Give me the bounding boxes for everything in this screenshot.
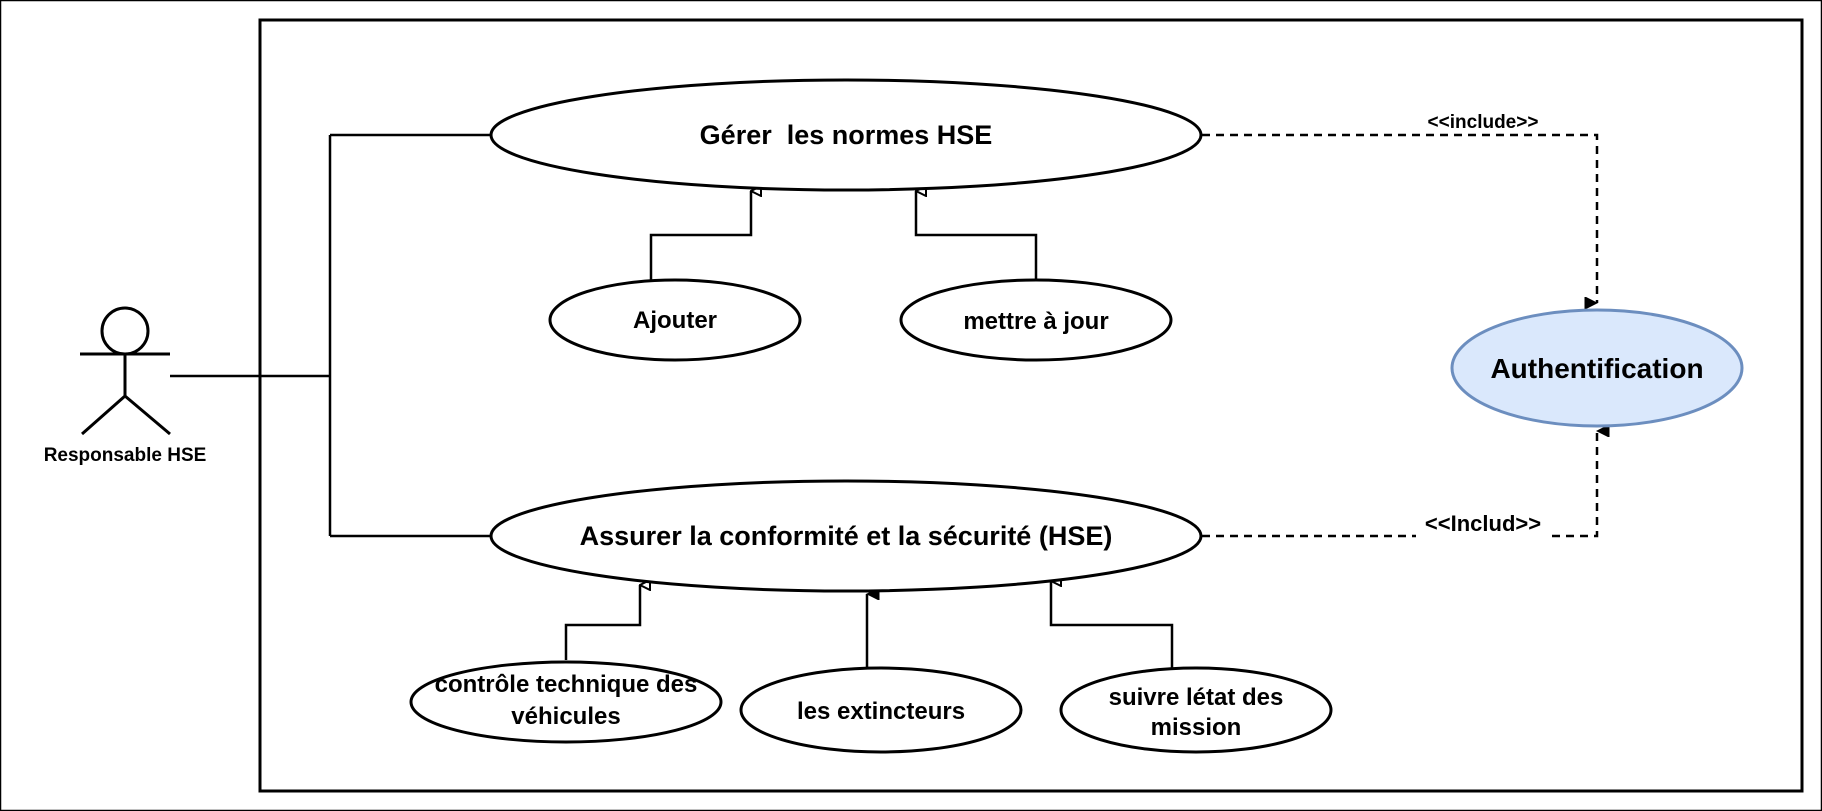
line-controle-to-assurer — [564, 585, 640, 660]
actor-head — [100, 306, 150, 356]
line-ajouter-to-gerer — [649, 191, 751, 280]
use-case-gerer[interactable]: Gérer les normes HSE — [489, 78, 1203, 192]
use-case-gerer-label: Gérer les normes HSE — [700, 120, 993, 150]
include-bottom-label-bg — [1416, 522, 1550, 550]
line-suivre-to-assurer — [1049, 581, 1174, 672]
use-case-suivre-label-line2: mission — [1151, 714, 1242, 741]
use-case-ajouter[interactable]: Ajouter — [548, 278, 802, 362]
generalization-lines-bottom — [564, 581, 1174, 672]
use-case-controle-label-line1: contrôle technique des — [435, 671, 698, 698]
actor-responsable-hse[interactable]: Responsable HSE — [44, 306, 207, 466]
use-case-suivre-etat[interactable]: suivre létat des mission — [1059, 666, 1333, 754]
use-case-controle-technique[interactable]: contrôle technique des véhicules — [409, 660, 723, 744]
use-case-ajouter-label: Ajouter — [633, 307, 717, 334]
use-case-suivre-label-line1: suivre létat des — [1109, 684, 1284, 711]
actor-leg-right — [124, 394, 171, 436]
use-case-controle-label-line2: véhicules — [511, 703, 620, 730]
use-case-assurer-label: Assurer la conformité et la sécurité (HS… — [580, 521, 1113, 551]
use-case-mettre-a-jour[interactable]: mettre à jour — [899, 278, 1173, 362]
use-case-gerer-shape — [489, 78, 1203, 192]
include-gerer-auth — [1202, 133, 1599, 303]
system-boundary — [258, 18, 1804, 793]
use-case-assurer-shape — [489, 479, 1203, 593]
actor-associations — [170, 133, 490, 538]
use-case-controle-shape — [409, 660, 723, 744]
use-case-extincteurs-shape — [739, 666, 1023, 754]
use-case-extincteurs-label: les extincteurs — [797, 698, 965, 725]
include-bottom-label: <<Includ>> — [1425, 511, 1541, 536]
use-case-ajouter-shape — [548, 278, 802, 362]
use-case-extincteurs[interactable]: les extincteurs — [739, 666, 1023, 754]
line-mettre-to-gerer — [914, 191, 1038, 280]
generalization-lines-top — [649, 191, 1038, 280]
use-case-assurer[interactable]: Assurer la conformité et la sécurité (HS… — [489, 479, 1203, 593]
actor-label: Responsable HSE — [44, 445, 207, 466]
actor-leg-left — [81, 394, 126, 436]
use-case-mettre-label: mettre à jour — [963, 308, 1108, 335]
include-relations — [1202, 133, 1599, 538]
use-case-auth-shape — [1450, 308, 1744, 428]
include-top-label: <<include>> — [1428, 112, 1539, 133]
use-case-mettre-shape — [899, 278, 1173, 362]
use-case-authentification[interactable]: Authentification — [1450, 308, 1744, 428]
use-case-auth-label: Authentification — [1490, 353, 1703, 384]
use-case-suivre-shape — [1059, 666, 1333, 754]
include-assurer-auth — [1202, 431, 1597, 538]
